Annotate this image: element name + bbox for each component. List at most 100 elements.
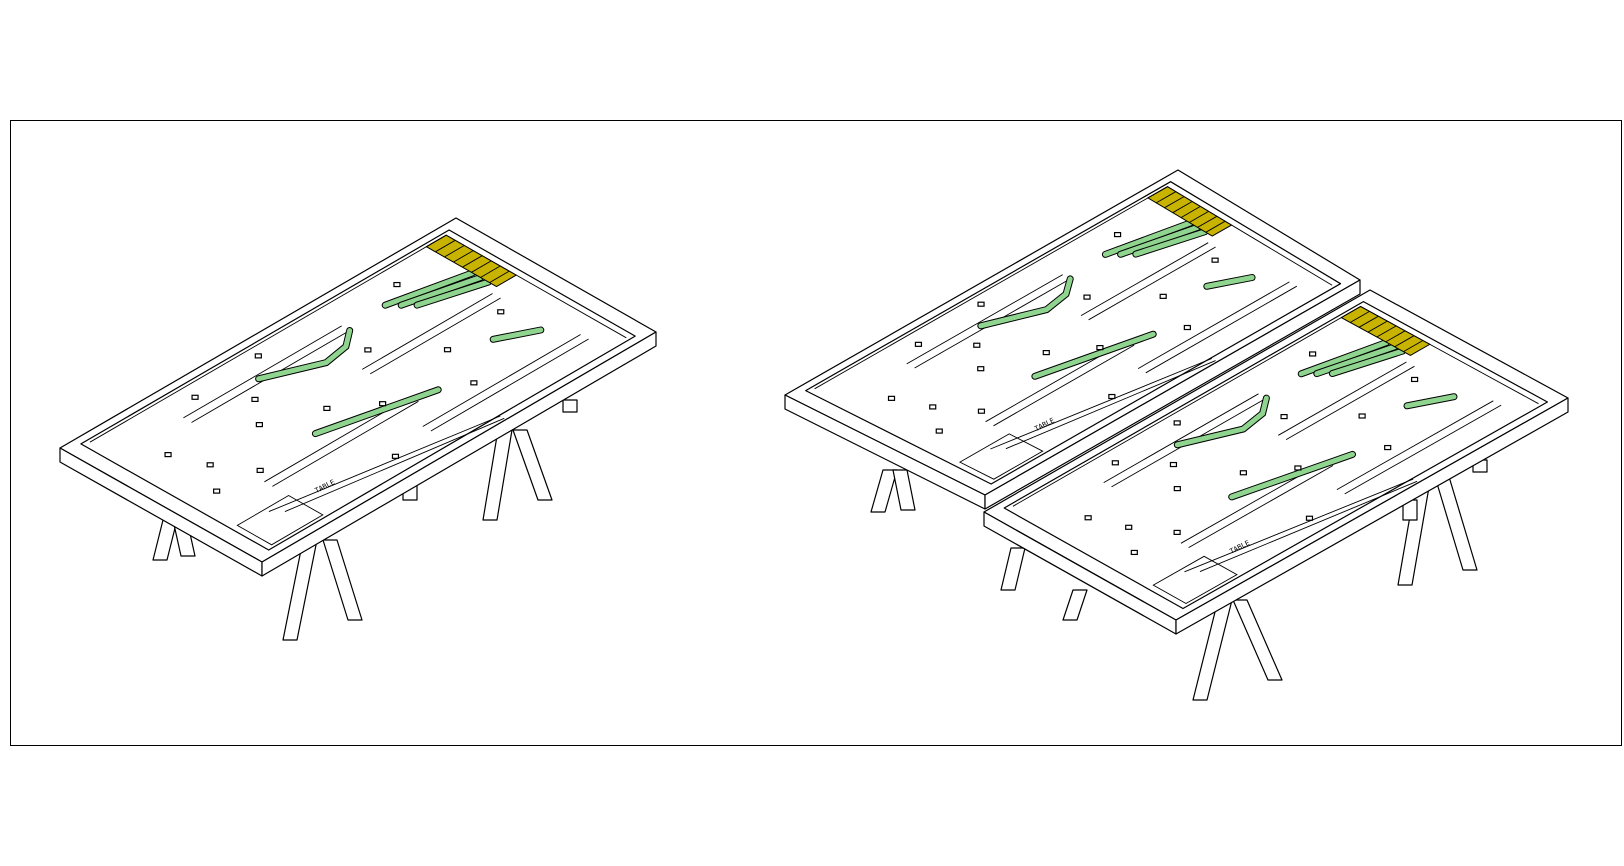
green-track [312, 387, 441, 437]
rack-tooth [444, 245, 465, 258]
rack-tooth [1394, 335, 1415, 348]
ramp-line [284, 417, 505, 513]
marker-square [1410, 376, 1419, 383]
marker-square [251, 396, 259, 403]
board-2: TABLE [784, 169, 1361, 510]
green-track [1133, 229, 1208, 257]
green-track [382, 270, 475, 308]
marker-square [364, 347, 372, 353]
marker-square [470, 380, 478, 386]
marker-square [164, 452, 172, 458]
marker-square [393, 281, 401, 288]
slot-line [1344, 404, 1502, 495]
rack-tooth [1358, 315, 1379, 328]
marker-square [213, 488, 221, 494]
ramp-line [1184, 478, 1414, 573]
rack-tooth [1155, 191, 1176, 204]
slot-line [1080, 242, 1209, 316]
slot-line [1103, 393, 1259, 483]
marker-square [1113, 231, 1122, 238]
marker-square [254, 353, 262, 359]
rack-tooth [426, 234, 447, 248]
marker-square [1111, 460, 1119, 466]
rack-tooth [453, 250, 474, 263]
marker-square [973, 342, 981, 348]
slot-line [1188, 465, 1334, 548]
rack-tooth [1341, 306, 1361, 318]
corner-pad [958, 433, 1044, 480]
table-leg [562, 399, 578, 413]
marker-square [977, 366, 985, 372]
slot-line [272, 400, 419, 487]
slot-line [183, 325, 342, 419]
slot-line [369, 297, 501, 375]
table-leg [1000, 547, 1026, 591]
marker-square [1125, 524, 1133, 530]
rack-tooth [1376, 325, 1397, 338]
marker-square [1183, 324, 1191, 331]
board-side-face [984, 279, 1361, 510]
table-leg [1062, 589, 1088, 621]
rack-tooth [1188, 211, 1209, 223]
rack-tooth [1197, 215, 1218, 228]
single-table-view: TABLE [59, 217, 657, 641]
marker-square [1173, 529, 1181, 536]
marker-square [206, 462, 214, 468]
slot-line [1088, 246, 1216, 321]
board-bed [805, 181, 1342, 485]
marker-square [1096, 345, 1104, 351]
marker-square [391, 453, 400, 459]
marker-square [256, 467, 264, 473]
rack-tooth [1164, 196, 1185, 209]
marker-square [1159, 293, 1167, 299]
rack-tooth [1385, 330, 1406, 343]
board-side-face [1175, 397, 1569, 635]
marker-square [1358, 413, 1366, 419]
table-leg [1232, 599, 1283, 681]
green-track [1229, 451, 1355, 500]
marker-square [1108, 393, 1116, 400]
marker-square [1083, 294, 1091, 300]
marker-square [977, 408, 986, 414]
marker-square [935, 428, 943, 434]
rack-tooth [1403, 340, 1424, 352]
table-leg [512, 429, 553, 501]
slot-line [361, 293, 493, 370]
marker-square [1239, 470, 1247, 476]
marker-square [255, 422, 263, 428]
corner-pad [236, 494, 324, 546]
rack-tooth [471, 260, 492, 273]
ramp-line [990, 358, 1212, 450]
board-side-face [261, 331, 657, 577]
marker-square [1130, 549, 1138, 556]
green-track [1118, 224, 1200, 257]
green-track [256, 328, 353, 382]
green-track [1404, 394, 1457, 409]
marker-square [191, 394, 199, 400]
marker-square [887, 395, 896, 401]
green-track [490, 327, 544, 342]
slot-line [1285, 365, 1415, 440]
rack-tooth [435, 239, 456, 253]
marker-square [1042, 350, 1050, 356]
ramp-line [268, 415, 501, 513]
marker-square [1309, 351, 1317, 357]
board-3: TABLE [983, 289, 1569, 635]
slot-line [430, 338, 589, 432]
marker-square [1211, 257, 1219, 263]
slot-line [1336, 400, 1494, 490]
rack-tooth [1147, 186, 1168, 199]
board-bed [80, 229, 636, 551]
slot-line [1145, 285, 1298, 374]
marker-square [379, 401, 387, 407]
rack-tooth [462, 255, 483, 268]
slot-line [1278, 361, 1407, 436]
green-track [1314, 344, 1398, 377]
table-leg [322, 539, 363, 621]
rack-tooth [480, 265, 501, 278]
green-track [1102, 220, 1193, 257]
green-track [1204, 275, 1255, 289]
green-track [1298, 339, 1390, 377]
